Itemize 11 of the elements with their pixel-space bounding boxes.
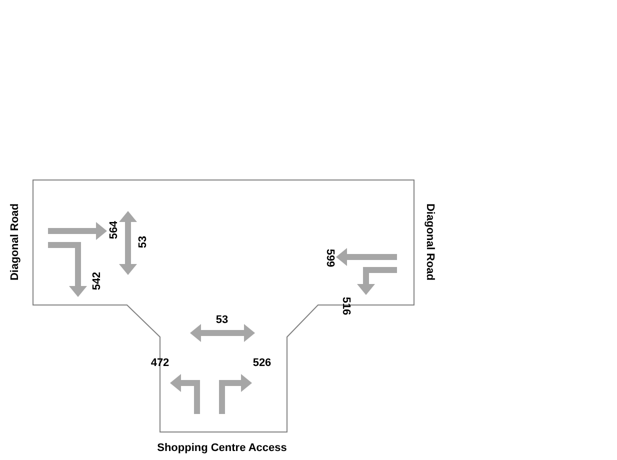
road-name: Shopping Centre Access	[157, 442, 287, 454]
traffic-count: 516	[340, 296, 352, 316]
traffic-count: 542	[91, 272, 103, 290]
traffic-count: 472	[150, 357, 170, 369]
road-name: Diagonal Road	[424, 204, 436, 280]
road-name: Diagonal Road	[9, 204, 21, 280]
traffic-count: 526	[252, 357, 272, 369]
traffic-count: 564	[108, 220, 120, 240]
traffic-count: 53	[137, 236, 149, 248]
traffic-count: 53	[216, 314, 228, 326]
traffic-count: 599	[324, 248, 336, 268]
